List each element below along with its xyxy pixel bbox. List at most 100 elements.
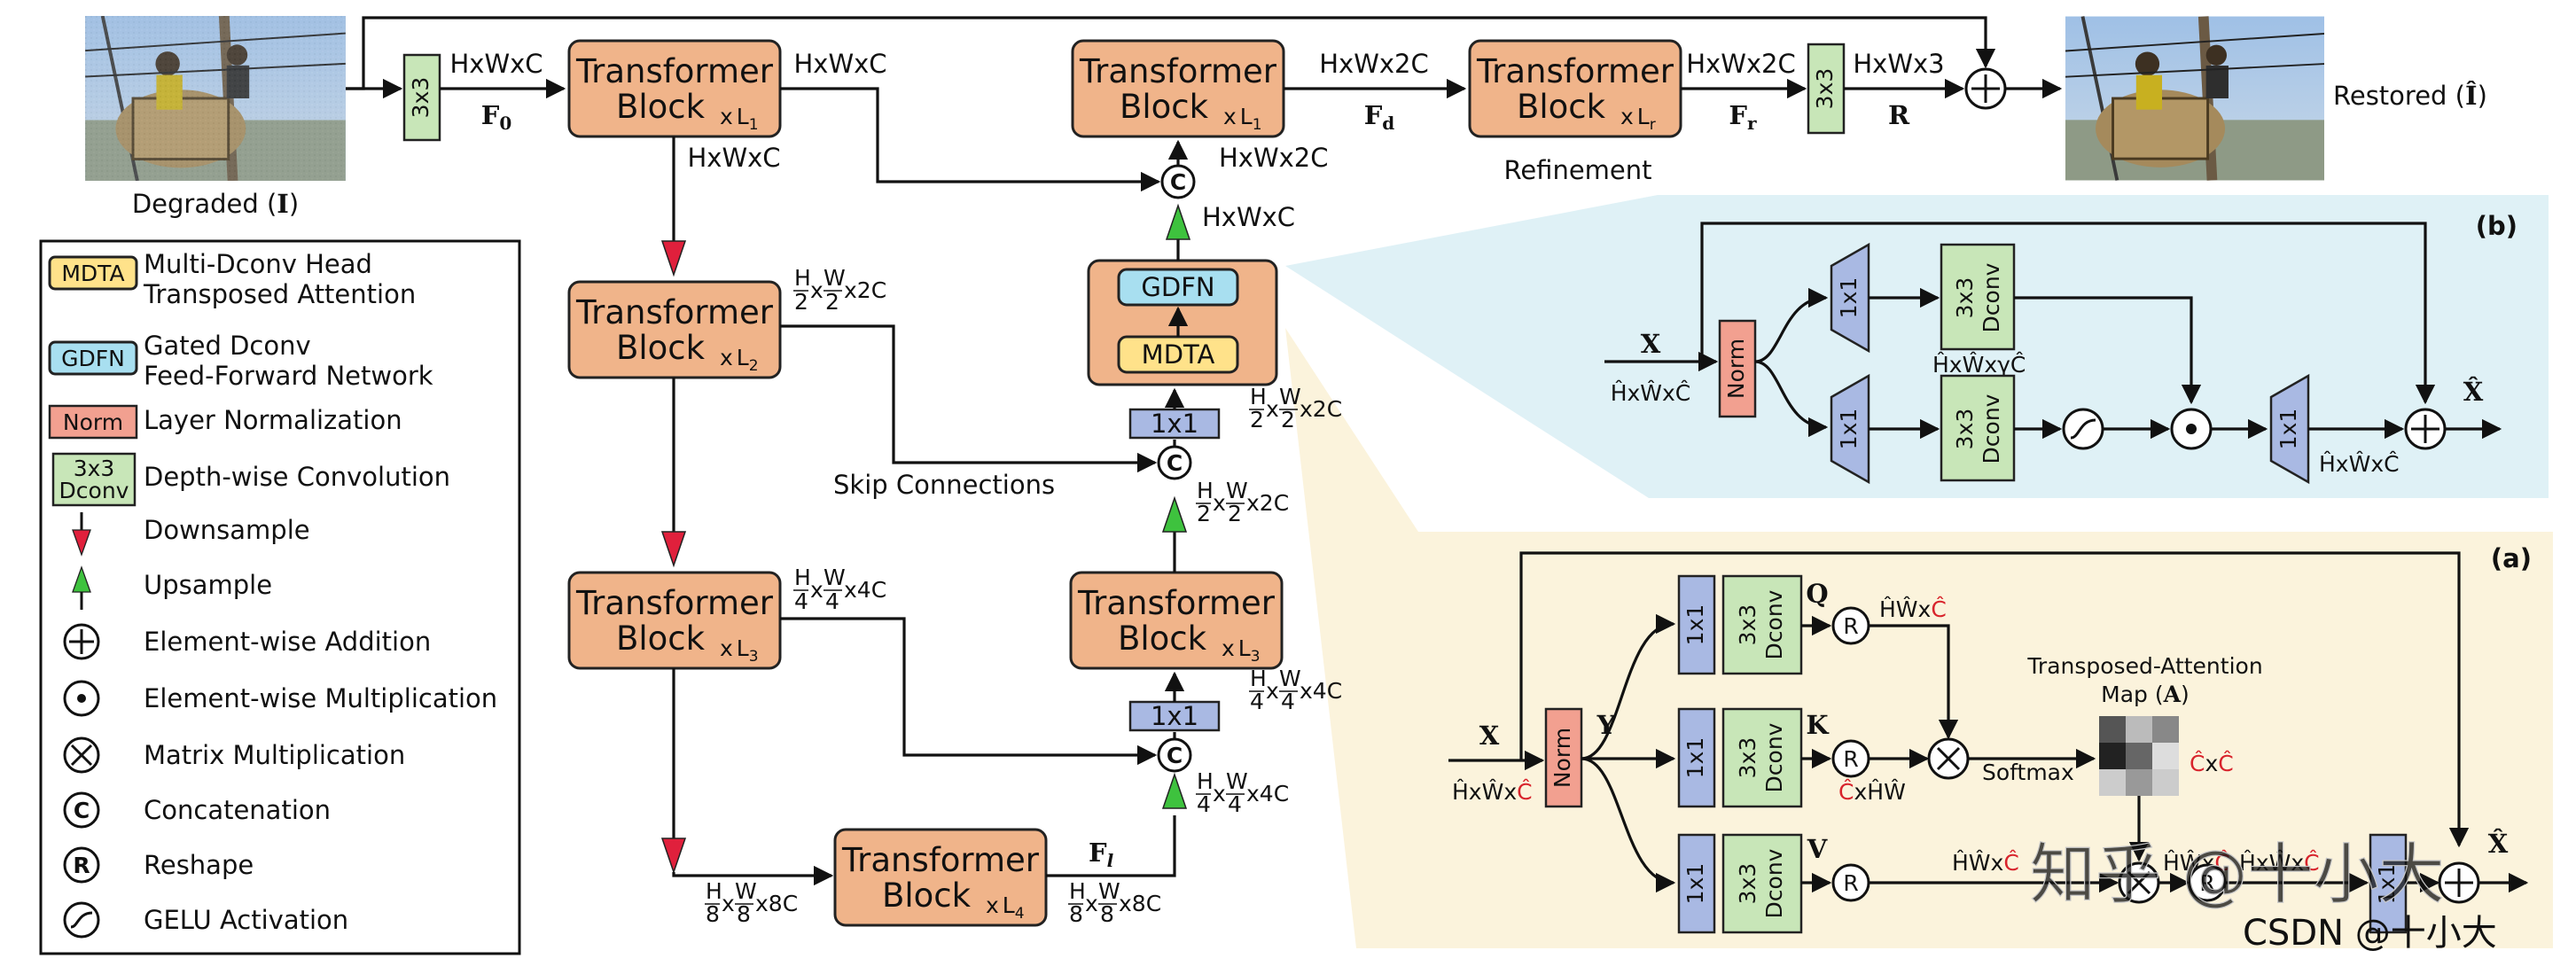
svg-text:GDFN: GDFN [61, 346, 125, 371]
svg-text:H: H [1197, 478, 1214, 503]
dim-h2w2x2c: H2 x W2 x2C [793, 265, 886, 315]
svg-text:Depth-wise Convolution: Depth-wise Convolution [144, 462, 450, 492]
add-legend-icon [63, 623, 100, 660]
svg-text:HxWx2C: HxWx2C [1686, 49, 1796, 79]
dim-h8w8x8c-right: H8 x W8 x8C [1068, 878, 1161, 927]
svg-text:Block: Block [1118, 619, 1207, 658]
svg-text:H: H [1197, 768, 1214, 794]
svg-text:x4C: x4C [1246, 781, 1289, 806]
conv1x1-level3: 1x1 [1128, 700, 1221, 732]
svg-text:H: H [706, 878, 722, 904]
zhihu-watermark: 知乎 @十小大 [2030, 837, 2445, 913]
degraded-input-image: Degraded (I) [85, 16, 346, 219]
csdn-watermark: CSDN @十小大 [2243, 913, 2497, 954]
svg-text:R: R [1888, 100, 1910, 130]
svg-text:R: R [73, 853, 90, 878]
svg-text:Map (A): Map (A) [2101, 682, 2190, 707]
svg-text:Gated Dconv: Gated Dconv [144, 331, 311, 361]
svg-text:Upsample: Upsample [144, 570, 272, 600]
svg-text:ĤxŴxĈ: ĤxŴxĈ [2239, 849, 2320, 876]
svg-text:x: x [810, 277, 824, 303]
svg-text:Reshape: Reshape [144, 850, 254, 880]
svg-text:ĤŴxĈ: ĤŴxĈ [1952, 849, 2019, 876]
svg-text:Q: Q [1806, 579, 1828, 609]
svg-text:H: H [1250, 384, 1267, 409]
concat-level3: C [1157, 737, 1192, 773]
svg-text:2: 2 [1281, 407, 1295, 432]
svg-text:GELU Activation: GELU Activation [144, 905, 348, 935]
svg-text:x: x [1266, 396, 1279, 422]
svg-text:3x3: 3x3 [1735, 737, 1760, 779]
svg-text:1x1: 1x1 [1151, 701, 1198, 731]
svg-text:Transformer: Transformer [575, 584, 774, 622]
multiply-legend-icon [63, 680, 100, 717]
svg-text:W: W [1226, 478, 1248, 503]
svg-text:xLr: xLr [1620, 104, 1656, 134]
svg-text:ĤxŴxĈ: ĤxŴxĈ [2319, 450, 2400, 477]
svg-text:H: H [794, 565, 811, 590]
restored-label: Restored (Î) [2333, 80, 2487, 111]
svg-text:C: C [1167, 450, 1183, 476]
svg-text:V: V [1807, 834, 1828, 864]
svg-text:HxWx3: HxWx3 [1853, 49, 1944, 79]
svg-text:HxWxC: HxWxC [1202, 202, 1295, 232]
dim-label: HxWxC [449, 49, 543, 79]
svg-text:1x1: 1x1 [1682, 863, 1708, 905]
dim-h4w4x4c-up: H4 x W4 x4C [1196, 768, 1289, 817]
svg-text:Block: Block [616, 329, 706, 367]
svg-text:2: 2 [1250, 407, 1264, 432]
svg-text:Dconv: Dconv [1761, 722, 1787, 792]
svg-text:1x1: 1x1 [1836, 277, 1862, 319]
svg-text:W: W [824, 565, 846, 590]
svg-text:H: H [1250, 666, 1267, 691]
svg-text:x: x [810, 577, 824, 603]
conv1x1-level2: 1x1 [1128, 408, 1221, 440]
svg-text:Dconv: Dconv [59, 478, 129, 503]
global-add-op [1964, 67, 2007, 110]
concat-legend-icon: C [63, 791, 100, 829]
svg-text:xL3: xL3 [1222, 635, 1261, 666]
svg-text:Dconv: Dconv [1979, 393, 2004, 464]
dim-h4w4x4c: H4 x W4 x4C [793, 565, 886, 614]
svg-text:ĤxŴxĈ: ĤxŴxĈ [1611, 379, 1691, 406]
svg-text:xL2: xL2 [720, 345, 759, 375]
panel-a-background [1285, 328, 2553, 948]
svg-text:Layer Normalization: Layer Normalization [144, 405, 402, 435]
svg-text:2: 2 [794, 289, 808, 315]
dim-h2w2x2c-up: H2 x W2 x2C [1196, 478, 1289, 526]
svg-text:Matrix Multiplication: Matrix Multiplication [144, 740, 405, 770]
panel-b-gdfn-detail: (b) X ĤxŴxĈ Norm 1x1 3x3 Dconv ĤxŴxγĈ 1x… [1604, 211, 2517, 485]
gdfn-block [1117, 268, 1239, 307]
degraded-label: Degraded (I) [132, 189, 299, 219]
svg-text:HxWx2C: HxWx2C [1219, 143, 1329, 173]
decoder-transformer-block-l2: GDFN MDTA [1087, 259, 1278, 386]
add-op-a [2438, 861, 2480, 904]
svg-text:8: 8 [706, 901, 720, 927]
svg-text:MDTA: MDTA [61, 261, 124, 286]
svg-text:x: x [1266, 678, 1279, 704]
svg-text:ĈxĤŴ: ĈxĤŴ [1838, 778, 1906, 805]
svg-text:W: W [1098, 878, 1120, 904]
svg-text:Transposed Attention: Transposed Attention [143, 279, 416, 309]
dim-h2w2x2c-mid: H2 x W2 x2C [1249, 384, 1342, 432]
svg-text:H: H [1069, 878, 1086, 904]
legend: MDTA Multi-Dconv Head Transposed Attenti… [39, 239, 521, 955]
svg-text:3x3: 3x3 [1735, 604, 1760, 646]
svg-text:Multi-Dconv Head: Multi-Dconv Head [144, 249, 372, 279]
svg-text:Dconv: Dconv [1761, 848, 1787, 918]
svg-text:2: 2 [1197, 501, 1211, 526]
dim-h4w4x4c-mid: H4 x W4 x4C [1249, 666, 1342, 714]
svg-text:R: R [2199, 870, 2214, 896]
concat-level1: C [1160, 164, 1196, 199]
svg-text:X̂: X̂ [2463, 377, 2484, 407]
svg-text:x4C: x4C [1300, 678, 1342, 704]
svg-text:Block: Block [1517, 88, 1606, 126]
reshape-op-q: R [1831, 606, 1870, 645]
svg-text:R: R [1843, 746, 1858, 772]
softmax-label: Softmax [1982, 760, 2074, 785]
svg-text:1x1: 1x1 [1836, 409, 1862, 450]
svg-text:2: 2 [825, 289, 839, 315]
